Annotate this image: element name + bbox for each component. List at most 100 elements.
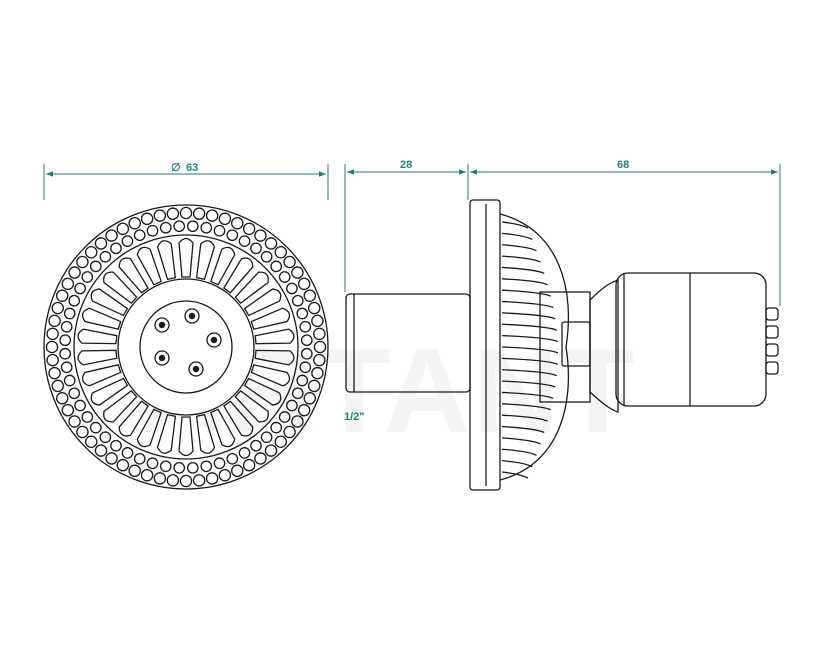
petal [156, 240, 177, 281]
rib [501, 278, 548, 286]
petal [254, 328, 295, 345]
bead [166, 207, 180, 220]
bead [300, 334, 313, 347]
bead [226, 229, 239, 242]
bead [313, 327, 326, 341]
bead [105, 452, 118, 465]
bead [200, 221, 213, 234]
diameter-dimension: ∅ 63 [43, 162, 329, 200]
bead [278, 411, 291, 423]
bead [179, 474, 193, 488]
bead [46, 353, 59, 367]
bead [94, 444, 108, 457]
bead [238, 235, 251, 247]
bead [300, 347, 313, 360]
diameter-label: 63 [186, 162, 198, 174]
bead [173, 220, 186, 233]
bead [291, 266, 304, 279]
petal-ring [77, 237, 295, 457]
nozzle-hole [158, 354, 166, 362]
bead [81, 271, 94, 283]
nozzle [154, 317, 170, 333]
bead [213, 457, 226, 470]
rib [501, 471, 529, 479]
bead [299, 320, 312, 333]
bead [218, 212, 232, 226]
bead [205, 209, 219, 222]
bead [313, 340, 327, 354]
bead [153, 472, 167, 485]
face-nozzles [765, 307, 779, 375]
petal [195, 413, 216, 454]
petal [81, 364, 122, 387]
bead [296, 307, 309, 320]
bead [55, 392, 69, 405]
nozzle [188, 361, 204, 377]
bead [296, 374, 309, 387]
bead [140, 468, 154, 482]
bead [303, 289, 317, 302]
bead [89, 421, 102, 434]
rib [501, 244, 537, 252]
bead [270, 260, 283, 273]
bead [218, 468, 232, 482]
bead [159, 221, 172, 234]
petal [136, 408, 162, 448]
petal [234, 271, 269, 305]
bead [128, 216, 141, 230]
bead-ring-inner [59, 220, 313, 474]
bead [140, 212, 154, 226]
petal [223, 257, 254, 294]
bead [303, 392, 317, 405]
rib [501, 459, 533, 468]
swivel-ball [589, 279, 619, 413]
bead [307, 301, 321, 315]
bead [313, 353, 326, 367]
petal [210, 246, 236, 286]
bead [121, 235, 134, 247]
bead [299, 361, 312, 374]
petal [77, 328, 118, 345]
body-length-label: 68 [617, 159, 629, 171]
bead [242, 458, 256, 472]
bead [250, 439, 262, 452]
bead [110, 439, 122, 452]
petal [90, 377, 129, 406]
rib [501, 221, 529, 229]
petal [136, 246, 162, 286]
bead [283, 425, 296, 439]
petal [90, 288, 129, 317]
thread-size-label: 1/2" [344, 411, 365, 423]
spray-face [139, 300, 233, 394]
bead [121, 447, 134, 459]
bead [60, 320, 73, 333]
rib [501, 255, 541, 263]
bead [110, 242, 122, 255]
bead [274, 245, 288, 259]
bead [48, 366, 61, 380]
rib [501, 403, 551, 411]
rib [501, 414, 548, 422]
bead [68, 266, 81, 279]
bead [264, 237, 278, 250]
bead [250, 242, 262, 255]
bead [226, 452, 239, 465]
bead [254, 229, 267, 242]
petal [118, 257, 149, 294]
petal-ring-boundary [73, 234, 299, 460]
petal [250, 307, 291, 330]
nozzle-hole [192, 365, 200, 373]
bead [51, 379, 65, 393]
bead-ring-outer [45, 206, 327, 488]
bead [153, 209, 167, 222]
bead [274, 435, 288, 449]
petal [178, 237, 194, 278]
bead [89, 260, 102, 273]
side-view [345, 199, 779, 491]
rib [501, 323, 558, 331]
center-disc [117, 278, 255, 416]
petal [254, 349, 295, 366]
bead [84, 245, 98, 259]
rib [501, 369, 558, 377]
